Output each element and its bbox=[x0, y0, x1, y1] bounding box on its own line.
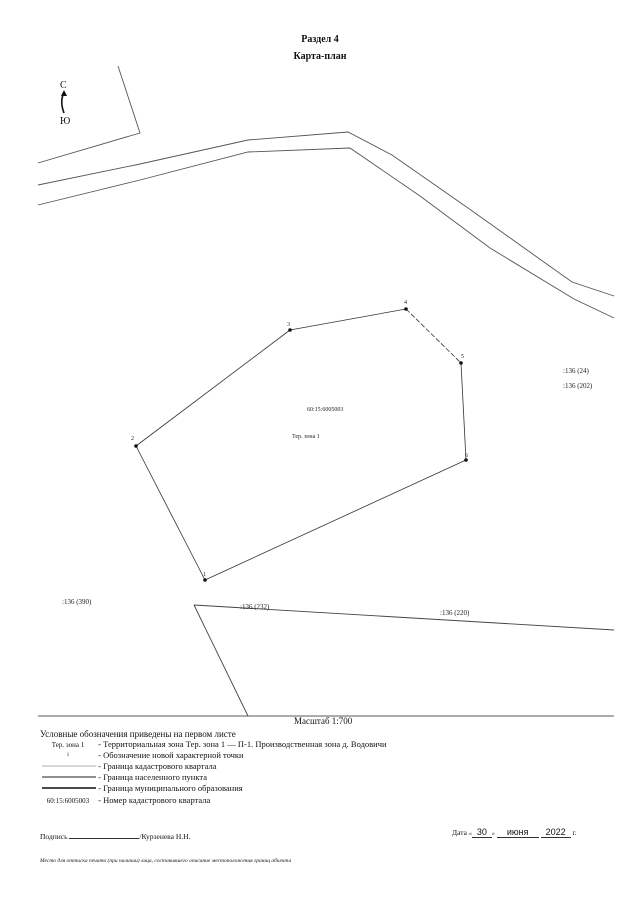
legend-item: - Граница муниципального образования bbox=[40, 782, 243, 794]
legend-sample: 1 bbox=[66, 753, 70, 759]
point-label-2: 2 bbox=[131, 436, 134, 442]
date-block: Дата «30» июня 2022 г. bbox=[452, 827, 577, 838]
zone-label: Тер. зона 1 bbox=[292, 434, 320, 440]
legend-heading: Условные обозначения приведены на первом… bbox=[40, 729, 236, 739]
legend-text: - Обозначение новой характерной точки bbox=[98, 750, 244, 760]
signature-block: Подпись /Курзенева Н.Н. bbox=[40, 830, 190, 841]
point-label-4: 4 bbox=[404, 300, 407, 306]
legend-item: 60:15:6005003 - Номер кадастрового кварт… bbox=[40, 794, 210, 806]
compass-south-label: Ю bbox=[60, 116, 71, 127]
point-label-1: 1 bbox=[203, 572, 206, 578]
stamp-note: Место для оттиска печати (при наличии) л… bbox=[40, 858, 292, 864]
legend-item: - Граница кадастрового квартала bbox=[40, 760, 216, 772]
parcel-boundary bbox=[135, 308, 467, 581]
legend-item: - Граница населенного пункта bbox=[40, 771, 207, 783]
point-label-5: 5 bbox=[461, 354, 464, 360]
parcel-points bbox=[134, 307, 468, 582]
date-year[interactable]: 2022 bbox=[540, 827, 571, 838]
neighbor-label: :136 (24) bbox=[563, 367, 589, 375]
date-day[interactable]: 30 bbox=[471, 827, 492, 838]
quarter-number-label: 60:15:6005003 bbox=[307, 407, 344, 413]
legend-item: Тер. зона 1 - Территориальная зона Тер. … bbox=[40, 738, 387, 750]
road-lines bbox=[37, 65, 615, 319]
scale-label: Масштаб 1:700 bbox=[294, 716, 353, 726]
point-label-6: 6 bbox=[465, 453, 468, 459]
signature-field[interactable] bbox=[69, 830, 140, 839]
neighbor-label: :136 (202) bbox=[563, 382, 593, 390]
section-title: Раздел 4 bbox=[301, 34, 339, 45]
year-suffix: г. bbox=[572, 828, 577, 837]
page-title: Карта-план bbox=[293, 51, 347, 62]
legend-sample: 60:15:6005003 bbox=[46, 797, 90, 806]
signature-name: /Курзенева Н.Н. bbox=[139, 832, 191, 841]
point-label-3: 3 bbox=[287, 322, 290, 328]
signature-label: Подпись bbox=[40, 832, 68, 841]
legend-text: - Граница населенного пункта bbox=[98, 772, 207, 782]
legend-item: 1 - Обозначение новой характерной точки bbox=[40, 749, 244, 761]
date-label: Дата bbox=[452, 828, 467, 837]
legend-sample: Тер. зона 1 bbox=[51, 741, 85, 750]
compass-north-label: С bbox=[60, 80, 67, 91]
legend-text: - Граница кадастрового квартала bbox=[98, 761, 217, 771]
date-month[interactable]: июня bbox=[496, 827, 539, 838]
legend-text: - Граница муниципального образования bbox=[98, 783, 243, 793]
lower-boundaries bbox=[193, 604, 615, 717]
neighbor-label: :136 (232) bbox=[240, 603, 270, 611]
neighbor-label: :136 (220) bbox=[440, 609, 470, 617]
neighbor-label: :136 (390) bbox=[62, 598, 92, 606]
legend-text: - Номер кадастрового квартала bbox=[98, 795, 211, 805]
legend-text: - Территориальная зона Тер. зона 1 — П-1… bbox=[98, 739, 387, 749]
